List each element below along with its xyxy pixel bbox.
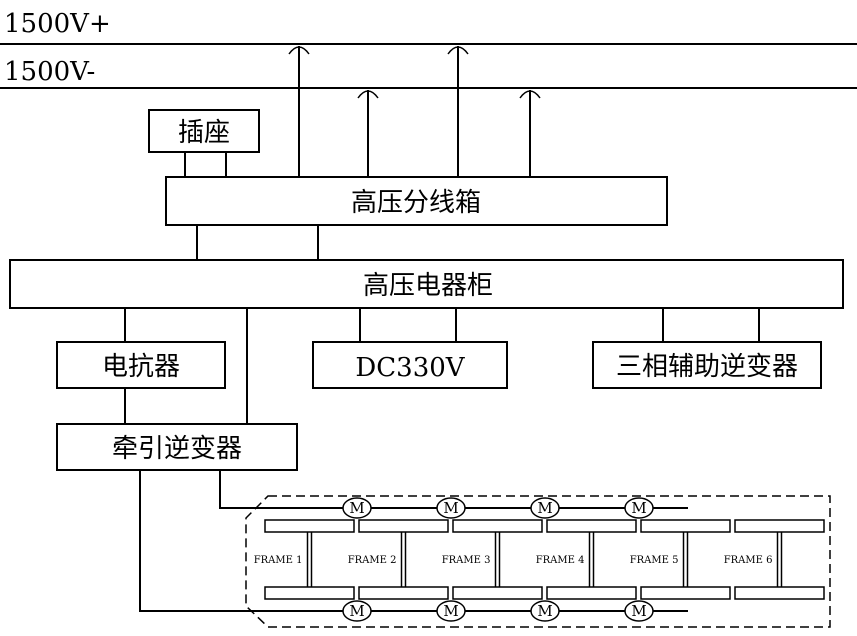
traction-inverter-label: 牵引逆变器 xyxy=(112,434,242,464)
frame-label: FRAME 6 xyxy=(724,555,773,566)
motor-label: M xyxy=(537,499,552,517)
dc330-block: DC330V xyxy=(313,308,507,388)
motor-label: M xyxy=(443,499,458,517)
dc-bus-lines: 1500V+ 1500V- xyxy=(0,9,857,88)
socket-label: 插座 xyxy=(178,118,230,148)
frame-bottom-beam xyxy=(641,587,730,599)
frame-3: FRAME 3 xyxy=(442,520,542,599)
motor-label: M xyxy=(631,602,646,620)
frame-top-beam xyxy=(265,520,354,532)
motor-label: M xyxy=(443,602,458,620)
traction-motor: M xyxy=(343,601,371,621)
frame-top-beam xyxy=(359,520,448,532)
traction-motor: M xyxy=(625,601,653,621)
frame-bottom-beam xyxy=(453,587,542,599)
frame-label: FRAME 2 xyxy=(348,555,397,566)
frame-top-beam xyxy=(547,520,636,532)
traction-motor: M xyxy=(437,601,465,621)
frame-top-beam xyxy=(735,520,824,532)
frame-2: FRAME 2 xyxy=(348,520,448,599)
traction-motor: M xyxy=(343,498,371,518)
frame-4: FRAME 4 xyxy=(536,520,636,599)
frame-label: FRAME 3 xyxy=(442,555,491,566)
traction-inverter-block: 牵引逆变器 xyxy=(57,424,297,470)
bus-feeders xyxy=(289,46,540,177)
hv-junction-label: 高压分线箱 xyxy=(351,188,481,218)
hv-cabinet-block: 高压电器柜 xyxy=(10,260,843,308)
frame-label: FRAME 4 xyxy=(536,555,585,566)
frame-label: FRAME 1 xyxy=(254,555,303,566)
traction-motor: M xyxy=(437,498,465,518)
traction-motor: M xyxy=(531,601,559,621)
motor-label: M xyxy=(631,499,646,517)
frame-1: FRAME 1 xyxy=(254,520,354,599)
frame-bottom-beam xyxy=(359,587,448,599)
aux-inverter-block: 三相辅助逆变器 xyxy=(593,308,821,388)
socket-block: 插座 xyxy=(149,110,259,177)
motor-label: M xyxy=(349,499,364,517)
hv-junction-block: 高压分线箱 xyxy=(166,177,667,260)
traction-motor: M xyxy=(625,498,653,518)
reactor-label: 电抗器 xyxy=(102,352,180,382)
motor-label: M xyxy=(537,602,552,620)
bus-label-negative: 1500V- xyxy=(4,57,95,87)
bus-label-positive: 1500V+ xyxy=(4,9,111,39)
reactor-block: 电抗器 xyxy=(57,308,225,424)
frame-bottom-beam xyxy=(265,587,354,599)
frame-top-beam xyxy=(641,520,730,532)
frame-top-beam xyxy=(453,520,542,532)
frame-bottom-beam xyxy=(547,587,636,599)
motor-label: M xyxy=(349,602,364,620)
frame-6: FRAME 6 xyxy=(724,520,824,599)
aux-inverter-label: 三相辅助逆变器 xyxy=(616,352,798,382)
frames-group: FRAME 1 FRAME 2 FRAME 3 FRAME 4 FRAME 5 FRAME… xyxy=(254,520,824,599)
dc330-label: DC330V xyxy=(355,353,465,383)
frame-bottom-beam xyxy=(735,587,824,599)
traction-motor: M xyxy=(531,498,559,518)
hv-cabinet-label: 高压电器柜 xyxy=(363,271,493,301)
frame-5: FRAME 5 xyxy=(630,520,730,599)
frame-label: FRAME 5 xyxy=(630,555,679,566)
